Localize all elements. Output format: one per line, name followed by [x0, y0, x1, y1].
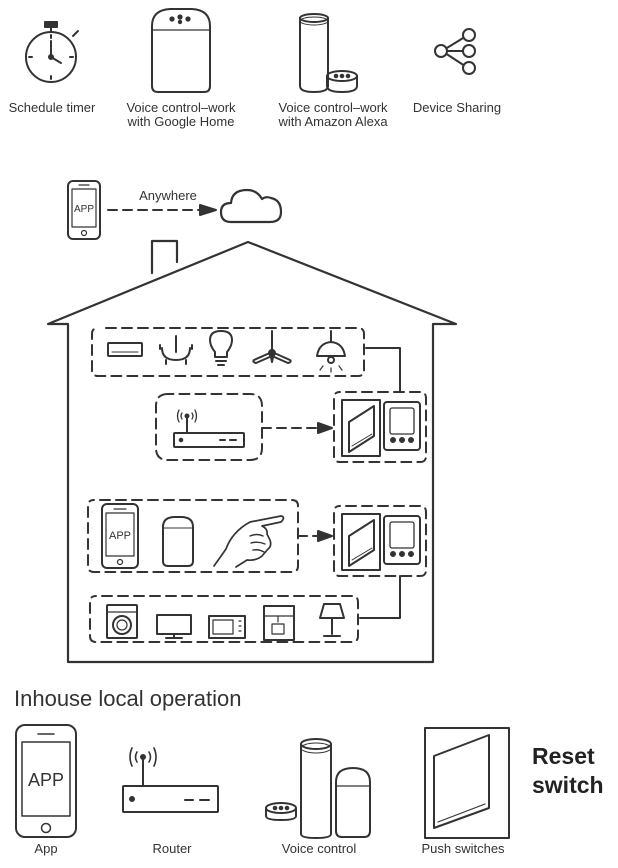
feature-caption-google: Voice control–work with Google Home [126, 100, 236, 129]
light-bulb-icon [209, 330, 233, 366]
coffee-machine-icon [263, 605, 295, 641]
feature-caption-sharing: Device Sharing [412, 100, 502, 115]
washing-machine-icon [106, 604, 138, 639]
router-group [155, 393, 263, 461]
stopwatch-icon [25, 21, 79, 83]
local-label-push: Push switches [421, 841, 505, 856]
amazon-echo-icon [299, 13, 358, 93]
smartphone-icon: APP [67, 180, 101, 240]
feature-caption-alexa: Voice control–work with Amazon Alexa [278, 100, 388, 129]
house-outline [46, 239, 458, 664]
arrow-to-cloud [107, 204, 217, 216]
phone-app-label: APP [74, 204, 94, 215]
google-home-speaker-icon [151, 8, 211, 93]
house-phone-app-label: APP [109, 530, 131, 542]
router-icon-small [173, 409, 245, 448]
local-label-router: Router [152, 841, 192, 856]
chandelier-icon [159, 335, 193, 365]
voice-speakers-icon [265, 738, 371, 839]
push-switch-icon [424, 727, 510, 839]
hand-press-icon [213, 515, 285, 568]
app-screen-label: APP [28, 770, 64, 790]
local-label-app: App [34, 841, 58, 856]
cloud-icon [219, 188, 283, 224]
pendant-lamp-icon [316, 330, 346, 373]
microwave-icon [208, 615, 246, 639]
local-operation-heading: Inhouse local operation [14, 686, 242, 711]
control-group [87, 499, 299, 573]
share-icon [434, 28, 476, 75]
app-phone-icon: APP [15, 724, 77, 838]
reset-switch-label: Reset switch [532, 743, 604, 798]
local-label-voice: Voice control [281, 841, 357, 856]
connector-lines [261, 347, 401, 619]
feature-caption-schedule: Schedule timer [8, 100, 96, 115]
home-appliance-group [89, 595, 359, 643]
ceiling-fan-icon [252, 330, 292, 364]
smart-switch-module [333, 391, 427, 463]
router-icon [122, 747, 219, 813]
smart-switch-module [333, 505, 427, 577]
google-home-speaker-icon [162, 516, 194, 567]
anywhere-label: Anywhere [139, 188, 197, 203]
smartphone-icon: APP [101, 503, 139, 569]
television-icon [156, 614, 192, 639]
appliance-group [91, 327, 365, 377]
air-conditioner-icon [107, 342, 143, 357]
table-lamp-icon [319, 603, 345, 637]
